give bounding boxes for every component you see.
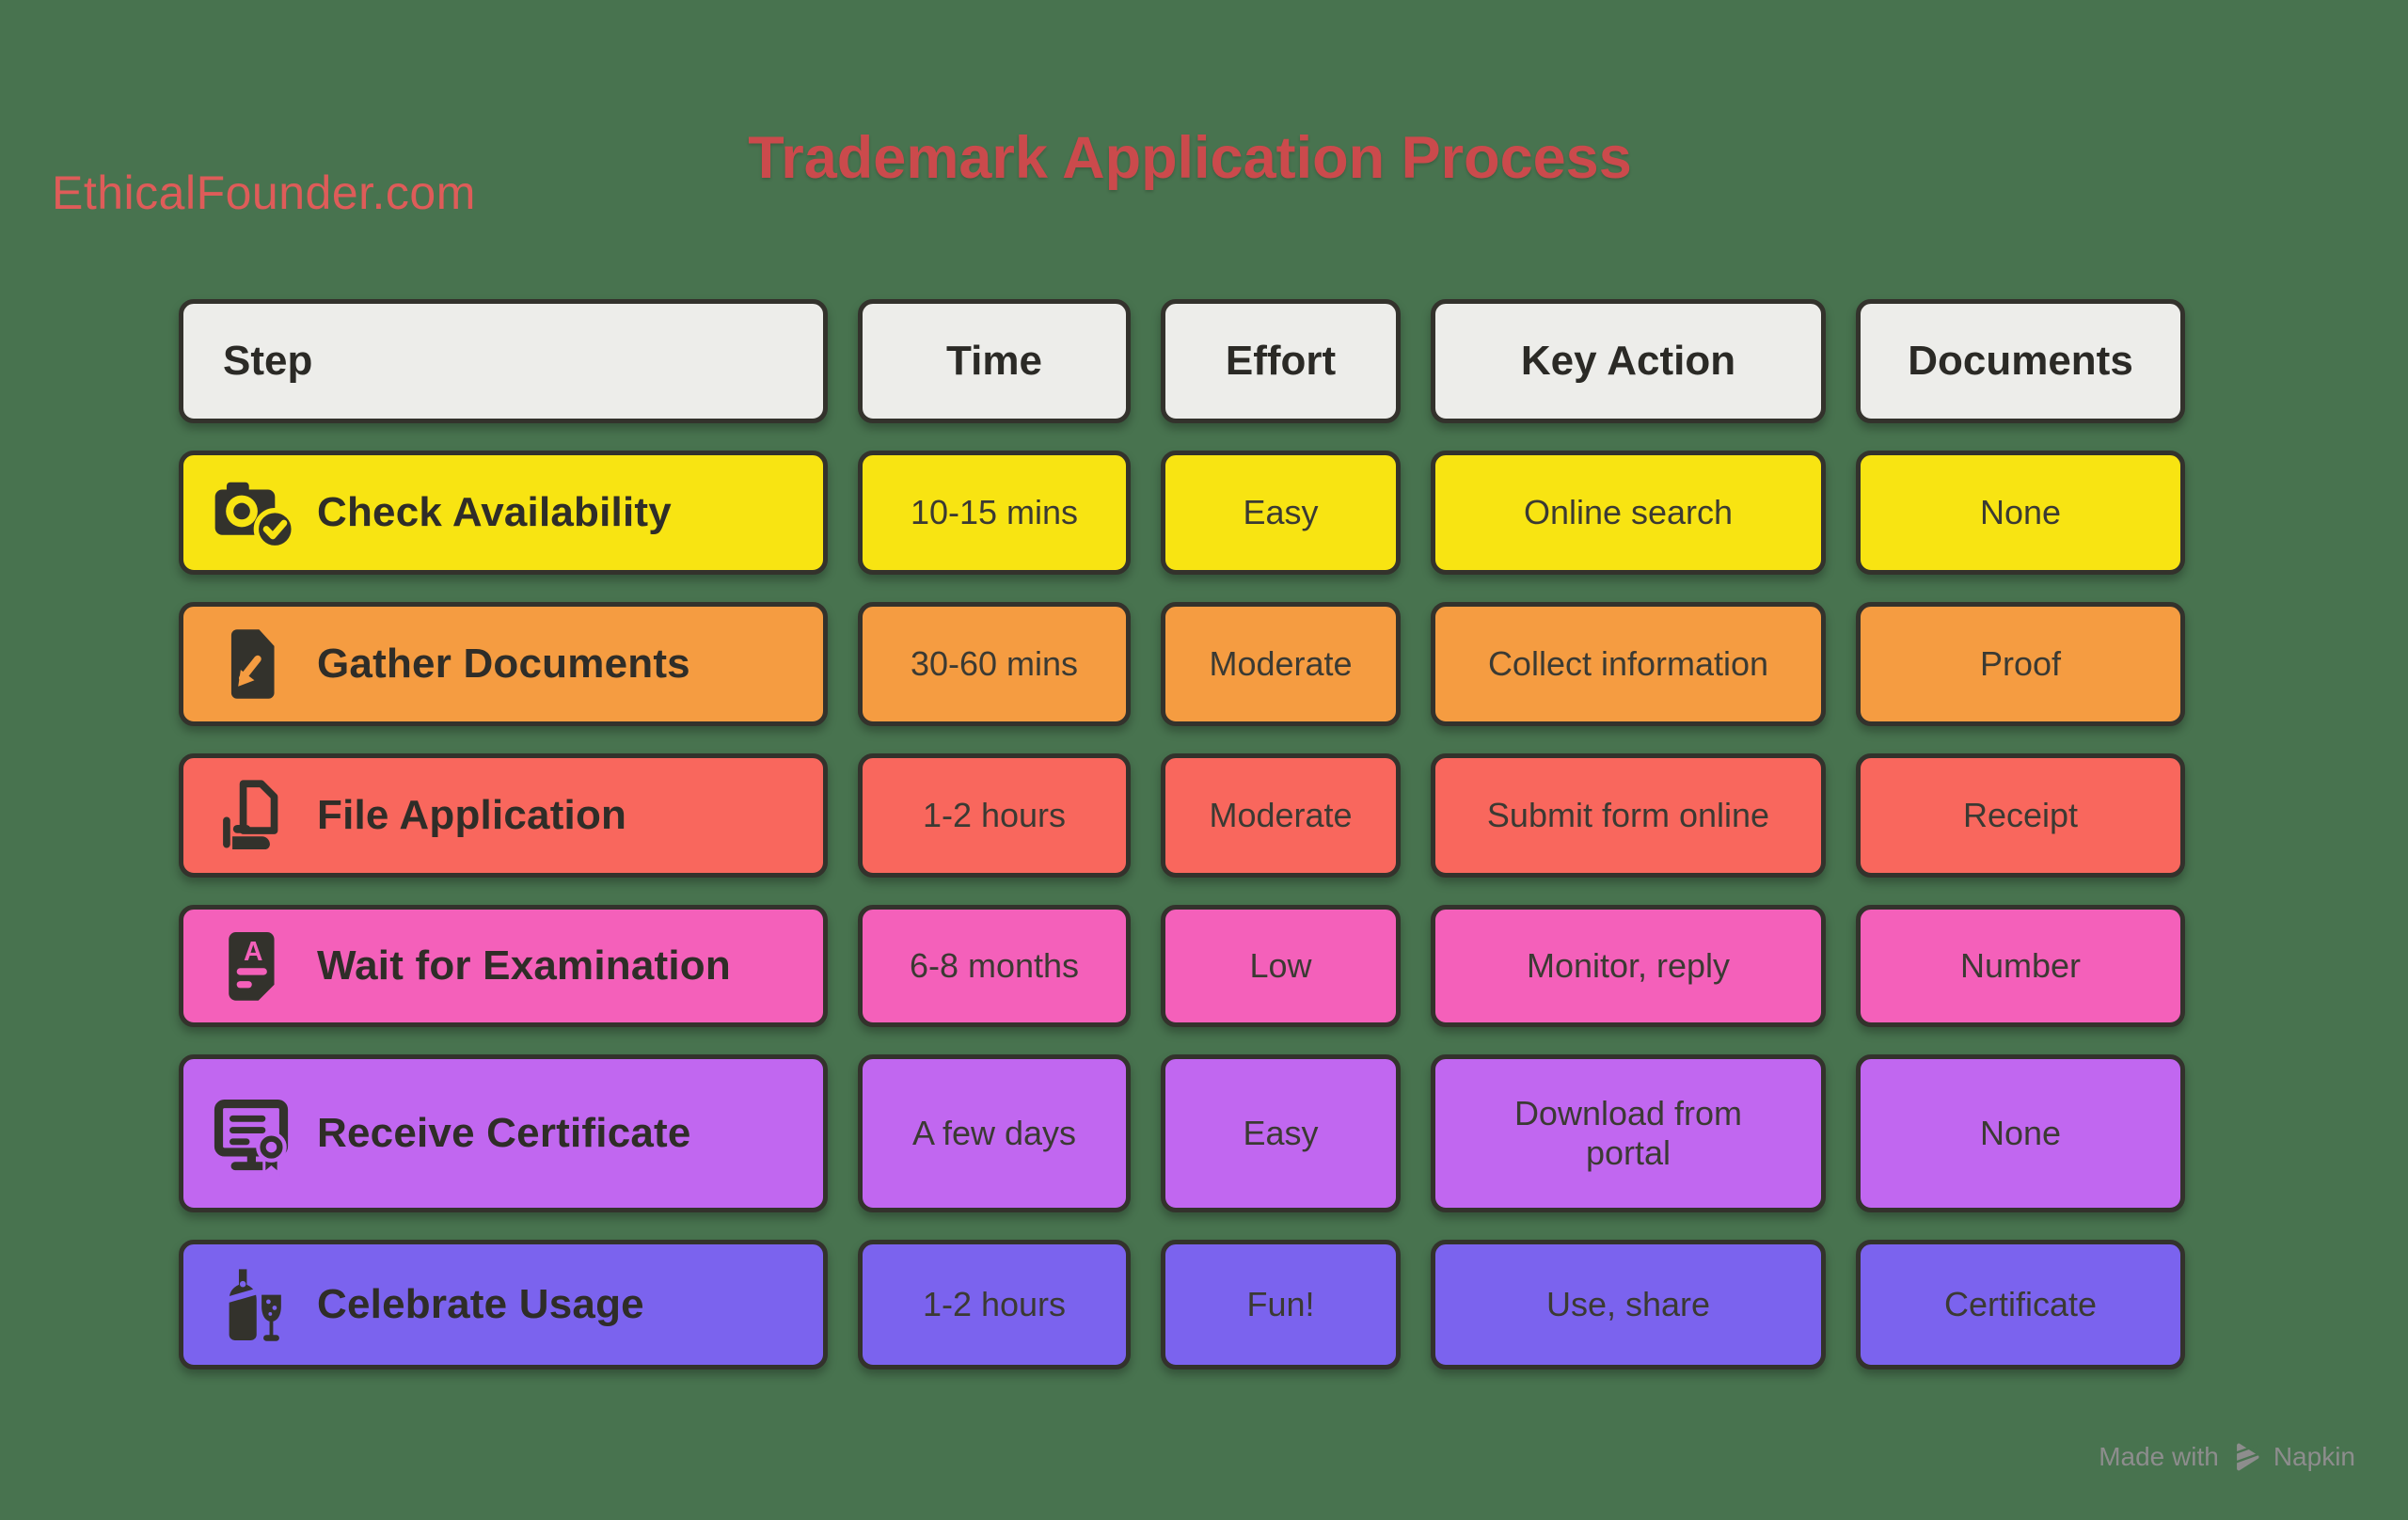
- documents-cell: None: [1856, 451, 2185, 575]
- time-cell: 6-8 months: [858, 905, 1131, 1027]
- column-header-documents: Documents: [1856, 299, 2185, 423]
- time-cell: 30-60 mins: [858, 602, 1131, 726]
- camera-check-icon: [214, 482, 294, 551]
- step-label: Celebrate Usage: [317, 1281, 644, 1327]
- step-cell-wait-for-examination: A Wait for Examination: [179, 905, 828, 1027]
- column-header-step: Step: [179, 299, 828, 423]
- time-cell: 1-2 hours: [858, 1240, 1131, 1370]
- effort-cell: Moderate: [1161, 602, 1401, 726]
- key-action-cell: Submit form online: [1431, 753, 1826, 878]
- exam-paper-icon: A: [229, 931, 275, 1001]
- documents-cell: Number: [1856, 905, 2185, 1027]
- documents-cell: Proof: [1856, 602, 2185, 726]
- key-action-cell: Online search: [1431, 451, 1826, 575]
- column-header-time: Time: [858, 299, 1131, 423]
- step-cell-file-application: File Application: [179, 753, 828, 878]
- key-action-cell: Monitor, reply: [1431, 905, 1826, 1027]
- process-table: Step Time Effort Key Action Documents Ch…: [179, 299, 2185, 1370]
- key-action-cell: Collect information: [1431, 602, 1826, 726]
- step-cell-receive-certificate: Receive Certificate: [179, 1054, 828, 1212]
- step-label: Gather Documents: [317, 641, 690, 687]
- napkin-text: Napkin: [2273, 1442, 2355, 1471]
- effort-cell: Moderate: [1161, 753, 1401, 878]
- effort-cell: Fun!: [1161, 1240, 1401, 1370]
- effort-cell: Easy: [1161, 451, 1401, 575]
- step-cell-celebrate-usage: Celebrate Usage: [179, 1240, 828, 1370]
- made-with-text: Made with: [2099, 1442, 2219, 1471]
- documents-cell: None: [1856, 1054, 2185, 1212]
- document-arrow-icon: [230, 629, 275, 699]
- champagne-icon: [224, 1269, 281, 1341]
- key-action-cell: Use, share: [1431, 1240, 1826, 1370]
- svg-text:A: A: [244, 937, 262, 967]
- column-header-key-action: Key Action: [1431, 299, 1826, 423]
- step-cell-gather-documents: Gather Documents: [179, 602, 828, 726]
- column-header-effort: Effort: [1161, 299, 1401, 423]
- documents-cell: Certificate: [1856, 1240, 2185, 1370]
- documents-cell: Receipt: [1856, 753, 2185, 878]
- step-cell-check-availability: Check Availability: [179, 451, 828, 575]
- certificate-icon: [214, 1099, 289, 1177]
- key-action-cell: Download from portal: [1431, 1054, 1826, 1212]
- effort-cell: Easy: [1161, 1054, 1401, 1212]
- brand-text: EthicalFounder.com: [52, 166, 476, 219]
- made-with-napkin: Made with Napkin: [2099, 1441, 2355, 1473]
- napkin-logo-icon: [2232, 1443, 2261, 1471]
- step-label: Check Availability: [317, 489, 672, 535]
- step-label: Wait for Examination: [317, 942, 731, 989]
- document-hand-icon: [223, 780, 278, 850]
- effort-cell: Low: [1161, 905, 1401, 1027]
- time-cell: 1-2 hours: [858, 753, 1131, 878]
- step-label: File Application: [317, 792, 627, 838]
- page-title: Trademark Application Process: [748, 125, 1632, 191]
- time-cell: 10-15 mins: [858, 451, 1131, 575]
- time-cell: A few days: [858, 1054, 1131, 1212]
- step-label: Receive Certificate: [317, 1110, 691, 1156]
